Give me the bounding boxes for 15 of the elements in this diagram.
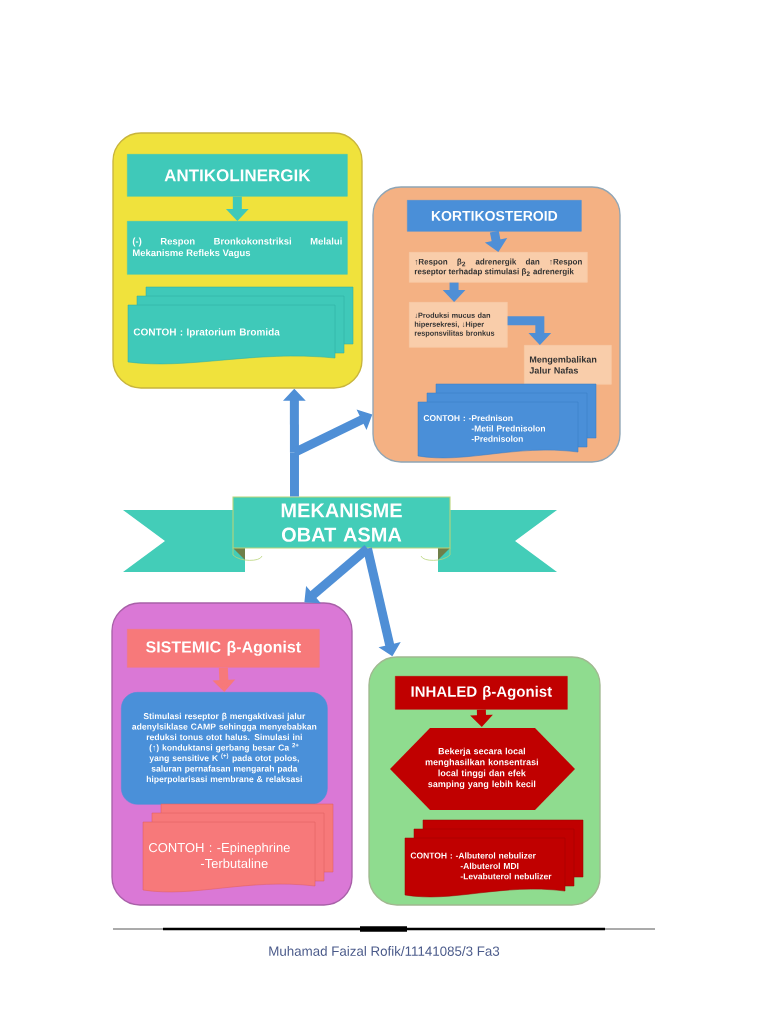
document-stack: CONTOH : -Albuterol nebulizer -Albuterol MDI -Levabuterol nebulizer — [404, 819, 584, 898]
text-box: Stimulasi reseptor β mengaktivasi jalur adenylsiklase CAMP sehingga menyebabkan reduksi tonus otot halus. Simulasi ini (↑) konduktansi gerbang besar Ca $^{2+}$ yang sensitive K $^{(+)}$ pada otot polos, saluran pernafasan mengarah pada hiperpolarisasi membrane & relaksasi — [121, 692, 328, 805]
text-box: ↑Respon β$_{2}$ adrenergik dan ↑Respon reseptor terhadap stimulasi β$_{2}$ adrenergik — [409, 252, 588, 283]
footer-text: Muhamad Faizal Rofik/11141085/3 Fa3 — [269, 946, 500, 956]
text-box: Mengembalikan Jalur Nafas — [524, 345, 612, 385]
heading-box: INHALED β-Agonist — [395, 676, 568, 710]
hexagon-box: Bekerja secara local menghasilkan konsentrasi local tinggi dan efek samping yang lebih kecil — [390, 728, 575, 810]
document-stack: CONTOH : Ipratorium Bromida — [127, 286, 354, 365]
text-box: (-) Respon Bronkokonstriksi Melalui Mekanisme Refleks Vagus — [127, 221, 348, 275]
heading-box: KORTIKOSTEROID — [407, 200, 582, 232]
ribbon-banner: MEKANISME OBAT ASMA — [123, 496, 557, 572]
document-stack: CONTOH : -Epinephrine -Terbutaline — [142, 803, 334, 893]
heading-box: SISTEMIC β-Agonist — [127, 629, 320, 668]
heading-box: ANTIKOLINERGIK — [127, 154, 348, 197]
document-stack: CONTOH : -Prednison -Metil Prednisolon -Prednisolon — [417, 383, 597, 459]
